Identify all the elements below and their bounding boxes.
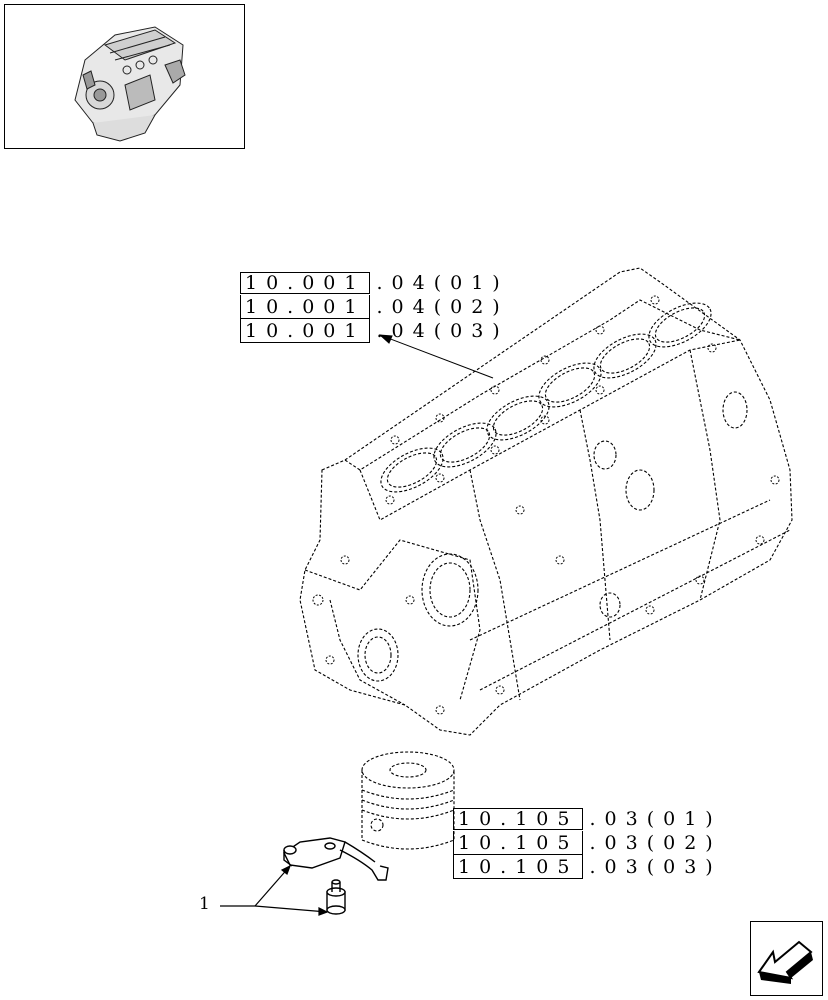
reference-suffix: .04(02) bbox=[376, 296, 509, 318]
back-navigation-button[interactable] bbox=[750, 921, 823, 996]
reference-suffix: .03(02) bbox=[589, 832, 722, 854]
reference-list-top: 10.001 .04(01) 10.001 .04(02) 10.001 .04… bbox=[240, 271, 509, 343]
reference-code-box[interactable]: 10.105 bbox=[453, 808, 584, 830]
reference-suffix: .04(03) bbox=[376, 320, 509, 342]
reference-code-box[interactable]: 10.001 bbox=[240, 272, 371, 294]
reference-suffix: .04(01) bbox=[376, 272, 509, 294]
piston bbox=[361, 751, 455, 850]
engine-thumbnail-icon bbox=[74, 26, 186, 142]
reference-row[interactable]: 10.105 .03(01) bbox=[453, 807, 722, 831]
reference-row[interactable]: 10.105 .03(03) bbox=[453, 855, 722, 879]
reference-row[interactable]: 10.105 .03(02) bbox=[453, 831, 722, 855]
reference-code-box[interactable]: 10.105 bbox=[453, 855, 584, 879]
reference-code-box[interactable]: 10.105 bbox=[453, 831, 584, 855]
reference-row[interactable]: 10.001 .04(03) bbox=[240, 319, 509, 343]
reference-row[interactable]: 10.001 .04(01) bbox=[240, 271, 509, 295]
piston-cooling-nozzle bbox=[283, 837, 389, 881]
engine-thumbnail[interactable] bbox=[4, 4, 245, 149]
bolt bbox=[326, 879, 346, 915]
reference-leader-top bbox=[379, 334, 494, 379]
reference-suffix: .03(01) bbox=[589, 808, 722, 830]
callout-label-1: 1 bbox=[199, 894, 210, 914]
arrow-back-icon bbox=[757, 940, 813, 984]
reference-suffix: .03(03) bbox=[589, 856, 722, 878]
reference-code-box[interactable]: 10.001 bbox=[240, 319, 371, 343]
engine-block-outline bbox=[299, 267, 793, 736]
reference-row[interactable]: 10.001 .04(02) bbox=[240, 295, 509, 319]
reference-list-bottom: 10.105 .03(01) 10.105 .03(02) 10.105 .03… bbox=[453, 807, 722, 879]
reference-code-box[interactable]: 10.001 bbox=[240, 295, 371, 319]
